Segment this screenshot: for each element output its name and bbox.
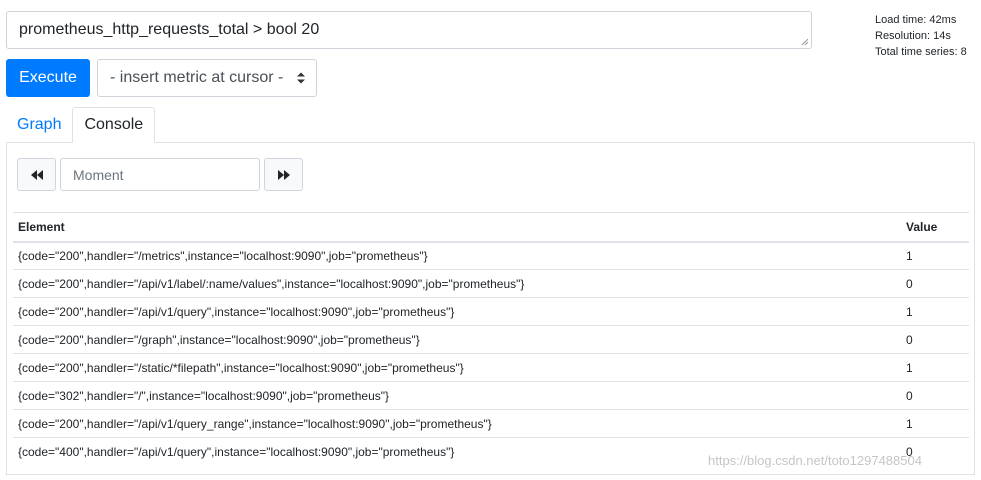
view-tabs: Graph Console xyxy=(6,107,156,143)
table-row: {code="200",handler="/metrics",instance=… xyxy=(13,241,969,270)
fast-backward-icon xyxy=(30,169,43,180)
series-element: {code="302",handler="/",instance="localh… xyxy=(13,381,901,410)
moment-input[interactable] xyxy=(60,158,260,191)
expression-input-wrapper xyxy=(6,11,812,49)
console-results-table: Element Value {code="200",handler="/metr… xyxy=(13,212,969,466)
insert-metric-select[interactable]: - insert metric at cursor - xyxy=(97,59,317,97)
series-element: {code="200",handler="/api/v1/query",inst… xyxy=(13,297,901,326)
series-element: {code="200",handler="/api/v1/label/:name… xyxy=(13,269,901,298)
series-element: {code="200",handler="/api/v1/query_range… xyxy=(13,409,901,438)
moment-forward-button[interactable] xyxy=(264,158,303,191)
table-row: {code="200",handler="/api/v1/query",inst… xyxy=(13,297,969,326)
table-row: {code="200",handler="/api/v1/query_range… xyxy=(13,409,969,438)
metric-select-value: - insert metric at cursor - xyxy=(110,69,284,86)
column-header-element: Element xyxy=(13,212,901,243)
table-row: {code="200",handler="/graph",instance="l… xyxy=(13,325,969,354)
series-element: {code="200",handler="/graph",instance="l… xyxy=(13,325,901,354)
resize-grip-icon[interactable] xyxy=(801,38,809,46)
updown-caret-icon xyxy=(297,72,305,84)
series-element: {code="200",handler="/metrics",instance=… xyxy=(13,241,901,270)
series-value: 1 xyxy=(901,297,969,326)
series-element: {code="400",handler="/api/v1/query",inst… xyxy=(18,444,455,459)
series-value: 0 xyxy=(901,325,969,354)
table-row: {code="200",handler="/static/*filepath",… xyxy=(13,353,969,382)
series-value: 0 xyxy=(901,269,969,298)
table-header-row: Element Value xyxy=(13,212,969,243)
table-row: {code="200",handler="/api/v1/label/:name… xyxy=(13,269,969,298)
series-value: 1 xyxy=(901,409,969,438)
resolution: Resolution: 14s xyxy=(875,30,951,42)
series-value: 1 xyxy=(901,353,969,382)
moment-back-button[interactable] xyxy=(17,158,56,191)
tab-graph[interactable]: Graph xyxy=(17,116,62,133)
load-time: Load time: 42ms xyxy=(875,14,957,26)
series-element: {code="200",handler="/static/*filepath",… xyxy=(13,353,901,382)
fast-forward-icon xyxy=(277,169,290,180)
table-row: {code="400",handler="/api/v1/query",inst… xyxy=(13,438,969,466)
console-panel: Element Value {code="200",handler="/metr… xyxy=(6,142,975,475)
series-value: 1 xyxy=(901,241,969,270)
tab-console[interactable]: Console xyxy=(72,107,156,143)
total-time-series: Total time series: 8 xyxy=(875,46,967,58)
expression-input[interactable] xyxy=(7,12,811,48)
query-stats: Load time: 42ms Resolution: 14s Total ti… xyxy=(875,12,967,60)
series-value: 0 xyxy=(901,381,969,410)
execute-button[interactable]: Execute xyxy=(6,59,90,97)
column-header-value: Value xyxy=(901,212,969,243)
table-row: {code="302",handler="/",instance="localh… xyxy=(13,381,969,410)
series-value: 0 xyxy=(906,444,913,459)
